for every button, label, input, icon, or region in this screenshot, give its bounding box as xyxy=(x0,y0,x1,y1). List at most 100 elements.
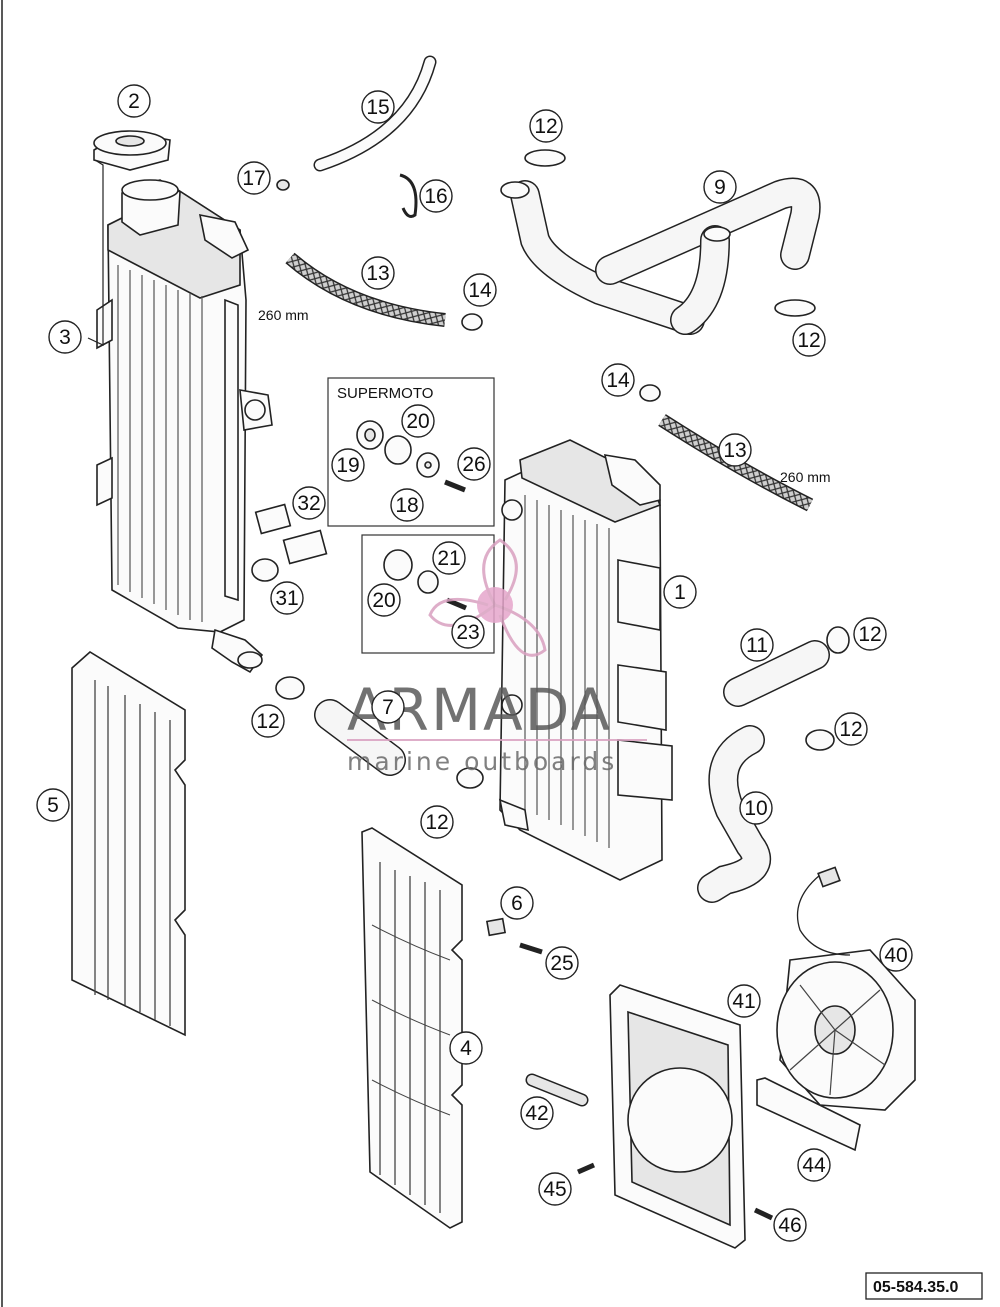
callout-44: 44 xyxy=(797,1148,831,1182)
watermark: ARMADA marine outboards xyxy=(347,538,647,776)
callout-circle xyxy=(457,447,491,481)
callout-10: 10 xyxy=(739,791,773,825)
braided-hose-left xyxy=(285,252,446,327)
reference-code: 05-584.35.0 xyxy=(873,1279,959,1296)
callout-circle xyxy=(117,84,151,118)
callout-number: 4 xyxy=(460,1037,472,1060)
cooling-fan xyxy=(776,866,916,1111)
callout-number: 6 xyxy=(511,892,523,915)
callout-number: 3 xyxy=(59,326,71,349)
callout-circle xyxy=(331,448,365,482)
callout-circle xyxy=(420,805,454,839)
callout-circle xyxy=(361,90,395,124)
callout-18: 18 xyxy=(390,488,424,522)
callout-20a: 20 xyxy=(401,404,435,438)
callout-circle xyxy=(361,256,395,290)
callout-1: 1 xyxy=(663,575,697,609)
callout-circle xyxy=(663,575,697,609)
hose-length-right: 260 mm xyxy=(780,469,831,485)
callout-number: 10 xyxy=(744,797,767,820)
left-radiator xyxy=(96,179,273,674)
callout-32: 32 xyxy=(292,486,326,520)
callout-number: 12 xyxy=(534,115,557,138)
callout-circle xyxy=(773,1208,807,1242)
watermark-subtitle: marine outboards xyxy=(347,747,617,776)
callout-number: 11 xyxy=(746,634,768,657)
callout-circle xyxy=(500,886,534,920)
callout-26: 26 xyxy=(457,447,491,481)
callout-number: 44 xyxy=(802,1154,826,1177)
callout-number: 25 xyxy=(550,952,573,975)
hose-length-left: 260 mm xyxy=(258,307,309,323)
callout-13b: 13 xyxy=(718,433,752,467)
callout-circle xyxy=(797,1148,831,1182)
callout-number: 31 xyxy=(275,587,298,610)
callout-12b: 12 xyxy=(792,323,826,357)
callout-21: 21 xyxy=(432,541,466,575)
callout-23: 23 xyxy=(451,615,485,649)
callout-circle xyxy=(601,363,635,397)
callout-circle xyxy=(419,179,453,213)
bent-hose-10 xyxy=(697,725,772,903)
fan-plate xyxy=(756,1077,861,1152)
callout-15: 15 xyxy=(361,90,395,124)
callout-circle xyxy=(879,938,913,972)
callout-number: 41 xyxy=(732,990,755,1013)
callout-12c: 12 xyxy=(251,704,285,738)
callout-3: 3 xyxy=(48,320,82,354)
callout-2: 2 xyxy=(117,84,151,118)
callout-number: 13 xyxy=(366,262,389,285)
callout-circle xyxy=(718,433,752,467)
callout-4: 4 xyxy=(449,1031,483,1065)
vent-hose xyxy=(315,57,435,170)
callout-number: 2 xyxy=(128,90,140,113)
callout-number: 46 xyxy=(778,1214,801,1237)
leader-3 xyxy=(87,159,104,346)
callout-number: 1 xyxy=(674,581,686,604)
callout-14a: 14 xyxy=(463,273,497,307)
callout-41: 41 xyxy=(727,984,761,1018)
supermoto-box xyxy=(327,377,495,527)
callout-circle xyxy=(545,946,579,980)
callout-number: 45 xyxy=(543,1178,566,1201)
callout-number: 13 xyxy=(723,439,746,462)
callout-number: 15 xyxy=(366,96,389,119)
callout-12e: 12 xyxy=(853,617,887,651)
callout-circle xyxy=(367,583,401,617)
callout-circle xyxy=(853,617,887,651)
shroud-left xyxy=(71,651,186,1037)
callout-number: 40 xyxy=(884,944,907,967)
callout-number: 20 xyxy=(406,410,429,433)
callout-number: 5 xyxy=(47,794,59,817)
callout-circle xyxy=(538,1172,572,1206)
callout-number: 14 xyxy=(606,369,630,392)
callout-circle xyxy=(520,1096,554,1130)
callout-circle xyxy=(432,541,466,575)
callout-13a: 13 xyxy=(361,256,395,290)
callout-19: 19 xyxy=(331,448,365,482)
kit-small-parts xyxy=(251,420,774,1221)
small-hose-42 xyxy=(525,1073,589,1107)
callout-12f: 12 xyxy=(834,712,868,746)
callout-circle xyxy=(270,581,304,615)
callout-number: 21 xyxy=(437,547,460,570)
callout-circle xyxy=(703,170,737,204)
callout-number: 32 xyxy=(297,492,320,515)
supermoto-label: SUPERMOTO xyxy=(337,385,433,402)
callout-circle xyxy=(739,791,773,825)
callout-25: 25 xyxy=(545,946,579,980)
callout-9: 9 xyxy=(703,170,737,204)
y-hose xyxy=(500,177,821,335)
callout-circle xyxy=(251,704,285,738)
callout-number: 18 xyxy=(395,494,418,517)
callout-31: 31 xyxy=(270,581,304,615)
short-hose-11 xyxy=(723,640,830,707)
callout-40: 40 xyxy=(879,938,913,972)
callout-5: 5 xyxy=(36,788,70,822)
callout-number: 12 xyxy=(858,623,881,646)
callout-number: 26 xyxy=(462,453,485,476)
callout-20b: 20 xyxy=(367,583,401,617)
callout-circle xyxy=(237,161,271,195)
callout-16: 16 xyxy=(419,179,453,213)
